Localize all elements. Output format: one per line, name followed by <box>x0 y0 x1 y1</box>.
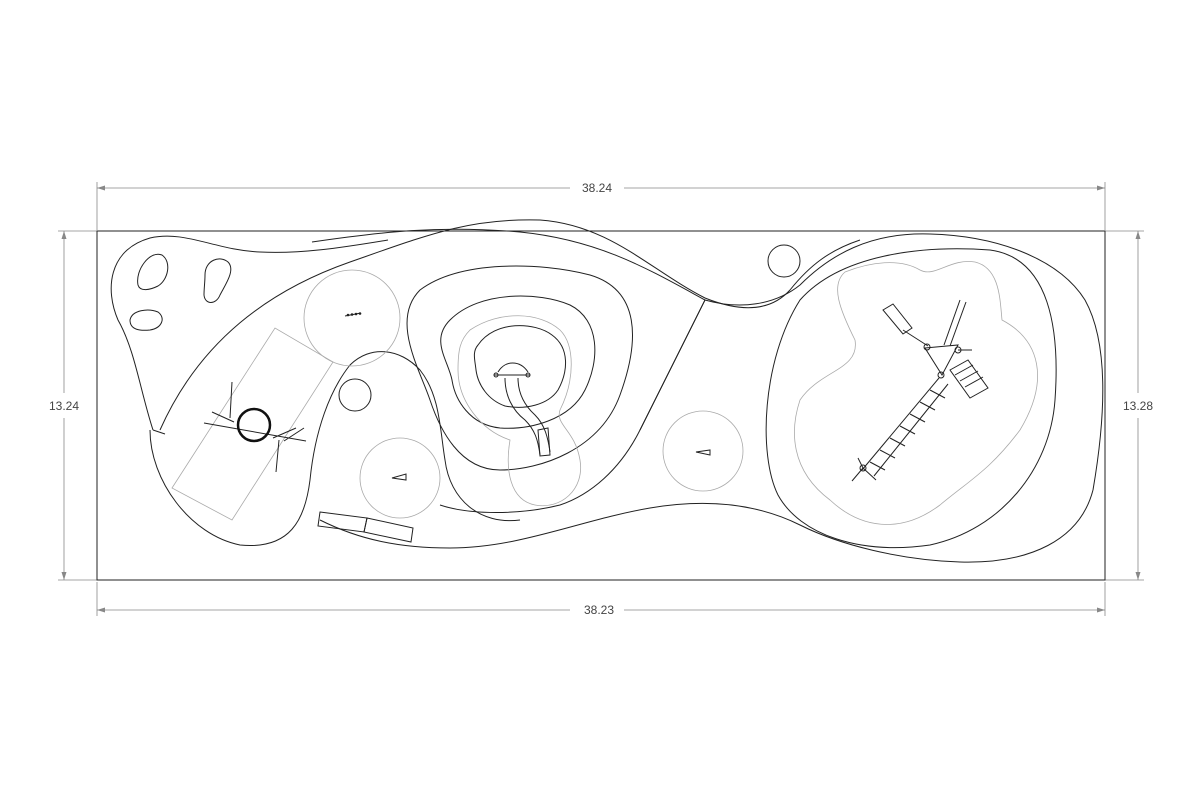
mound-contour-1 <box>406 265 633 471</box>
dimension-left-label: 13.24 <box>49 399 79 413</box>
bench-1 <box>317 511 368 533</box>
dimension-bottom-label: 38.23 <box>584 603 614 617</box>
bench-2 <box>363 517 414 543</box>
tree-circle-2 <box>767 244 801 278</box>
path-end-tick <box>152 429 166 435</box>
path-main-loop <box>311 228 706 513</box>
area-right-inner <box>765 248 1057 548</box>
area-right-soft-surface <box>794 261 1038 525</box>
soft-surface-circle-1 <box>303 269 401 367</box>
soft-surface-circle-2 <box>359 437 441 519</box>
spinner-marker-2 <box>695 449 711 456</box>
path-top-curve <box>159 219 861 431</box>
area-swing-blob <box>149 351 521 547</box>
path-divider <box>639 299 706 431</box>
dimension-top-label: 38.24 <box>582 181 612 195</box>
area-right-outer <box>704 233 1104 491</box>
mound-contour-3 <box>473 325 567 408</box>
site-boundary <box>96 230 1106 581</box>
spring-rider-icon <box>344 312 362 317</box>
mound-soft-surface <box>457 315 582 507</box>
climbing-structure-icon <box>851 299 989 482</box>
dimension-right-label: 13.28 <box>1123 399 1153 413</box>
boulder-3 <box>129 309 163 331</box>
dimension-left: 13.24 <box>49 230 97 581</box>
slide-icon <box>493 362 551 457</box>
path-top-left-upper <box>110 235 389 431</box>
soft-surface-circle-3 <box>662 410 744 492</box>
path-bottom-curve <box>319 489 1094 563</box>
tree-circle-1 <box>338 378 372 412</box>
dimension-right: 13.28 <box>1105 230 1153 581</box>
dimension-top: 38.24 <box>96 181 1106 230</box>
boulder-1 <box>137 253 169 291</box>
mound-contour-2 <box>440 295 596 429</box>
boulder-2 <box>203 258 232 303</box>
swing-equipment-icon <box>203 381 307 473</box>
dimension-bottom: 38.23 <box>96 582 1106 617</box>
swing-surfacing-area <box>171 327 334 521</box>
spinner-marker-1 <box>391 473 407 481</box>
